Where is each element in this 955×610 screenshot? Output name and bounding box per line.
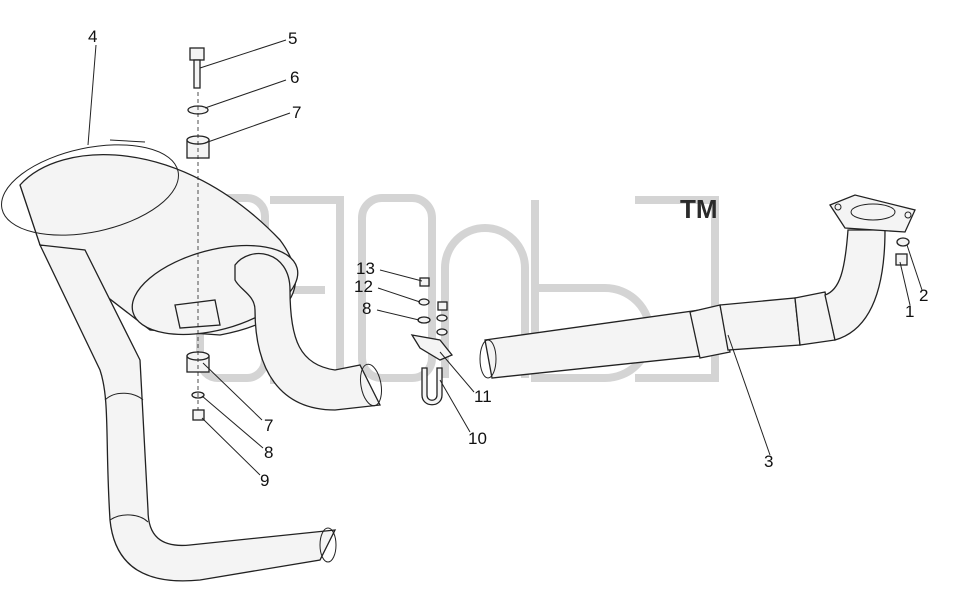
flange-nuts <box>895 237 910 266</box>
callout-7-bottom: 7 <box>264 416 273 435</box>
callout-labels: 1 2 3 4 5 6 7 7 8 8 9 10 11 12 13 <box>88 27 928 490</box>
callout-1: 1 <box>905 302 914 321</box>
inlet-bend-pipe <box>234 252 383 411</box>
callout-8-clamp: 8 <box>362 299 371 318</box>
callout-9: 9 <box>260 471 269 490</box>
callout-4: 4 <box>88 27 97 46</box>
leader-lines <box>87 39 923 476</box>
callout-5: 5 <box>288 29 297 48</box>
bolt <box>189 47 205 89</box>
callout-7-top: 7 <box>292 103 301 122</box>
callout-3: 3 <box>764 452 773 471</box>
trademark-text: TM <box>680 194 718 224</box>
flange <box>829 194 916 233</box>
callout-12: 12 <box>354 277 373 296</box>
u-bolt <box>421 367 443 406</box>
callout-6: 6 <box>290 68 299 87</box>
callout-2: 2 <box>919 286 928 305</box>
tailpipe <box>38 244 337 582</box>
callout-11: 11 <box>474 387 492 406</box>
bushing-bottom <box>186 351 210 373</box>
callout-13: 13 <box>356 259 375 278</box>
bushing-top <box>186 135 210 159</box>
callout-8-bottom: 8 <box>264 443 273 462</box>
callout-10: 10 <box>468 429 487 448</box>
connecting-pipe <box>479 229 886 379</box>
nut-bottom <box>192 409 205 421</box>
clamp-hardware <box>417 277 448 336</box>
muffler <box>1 139 299 336</box>
